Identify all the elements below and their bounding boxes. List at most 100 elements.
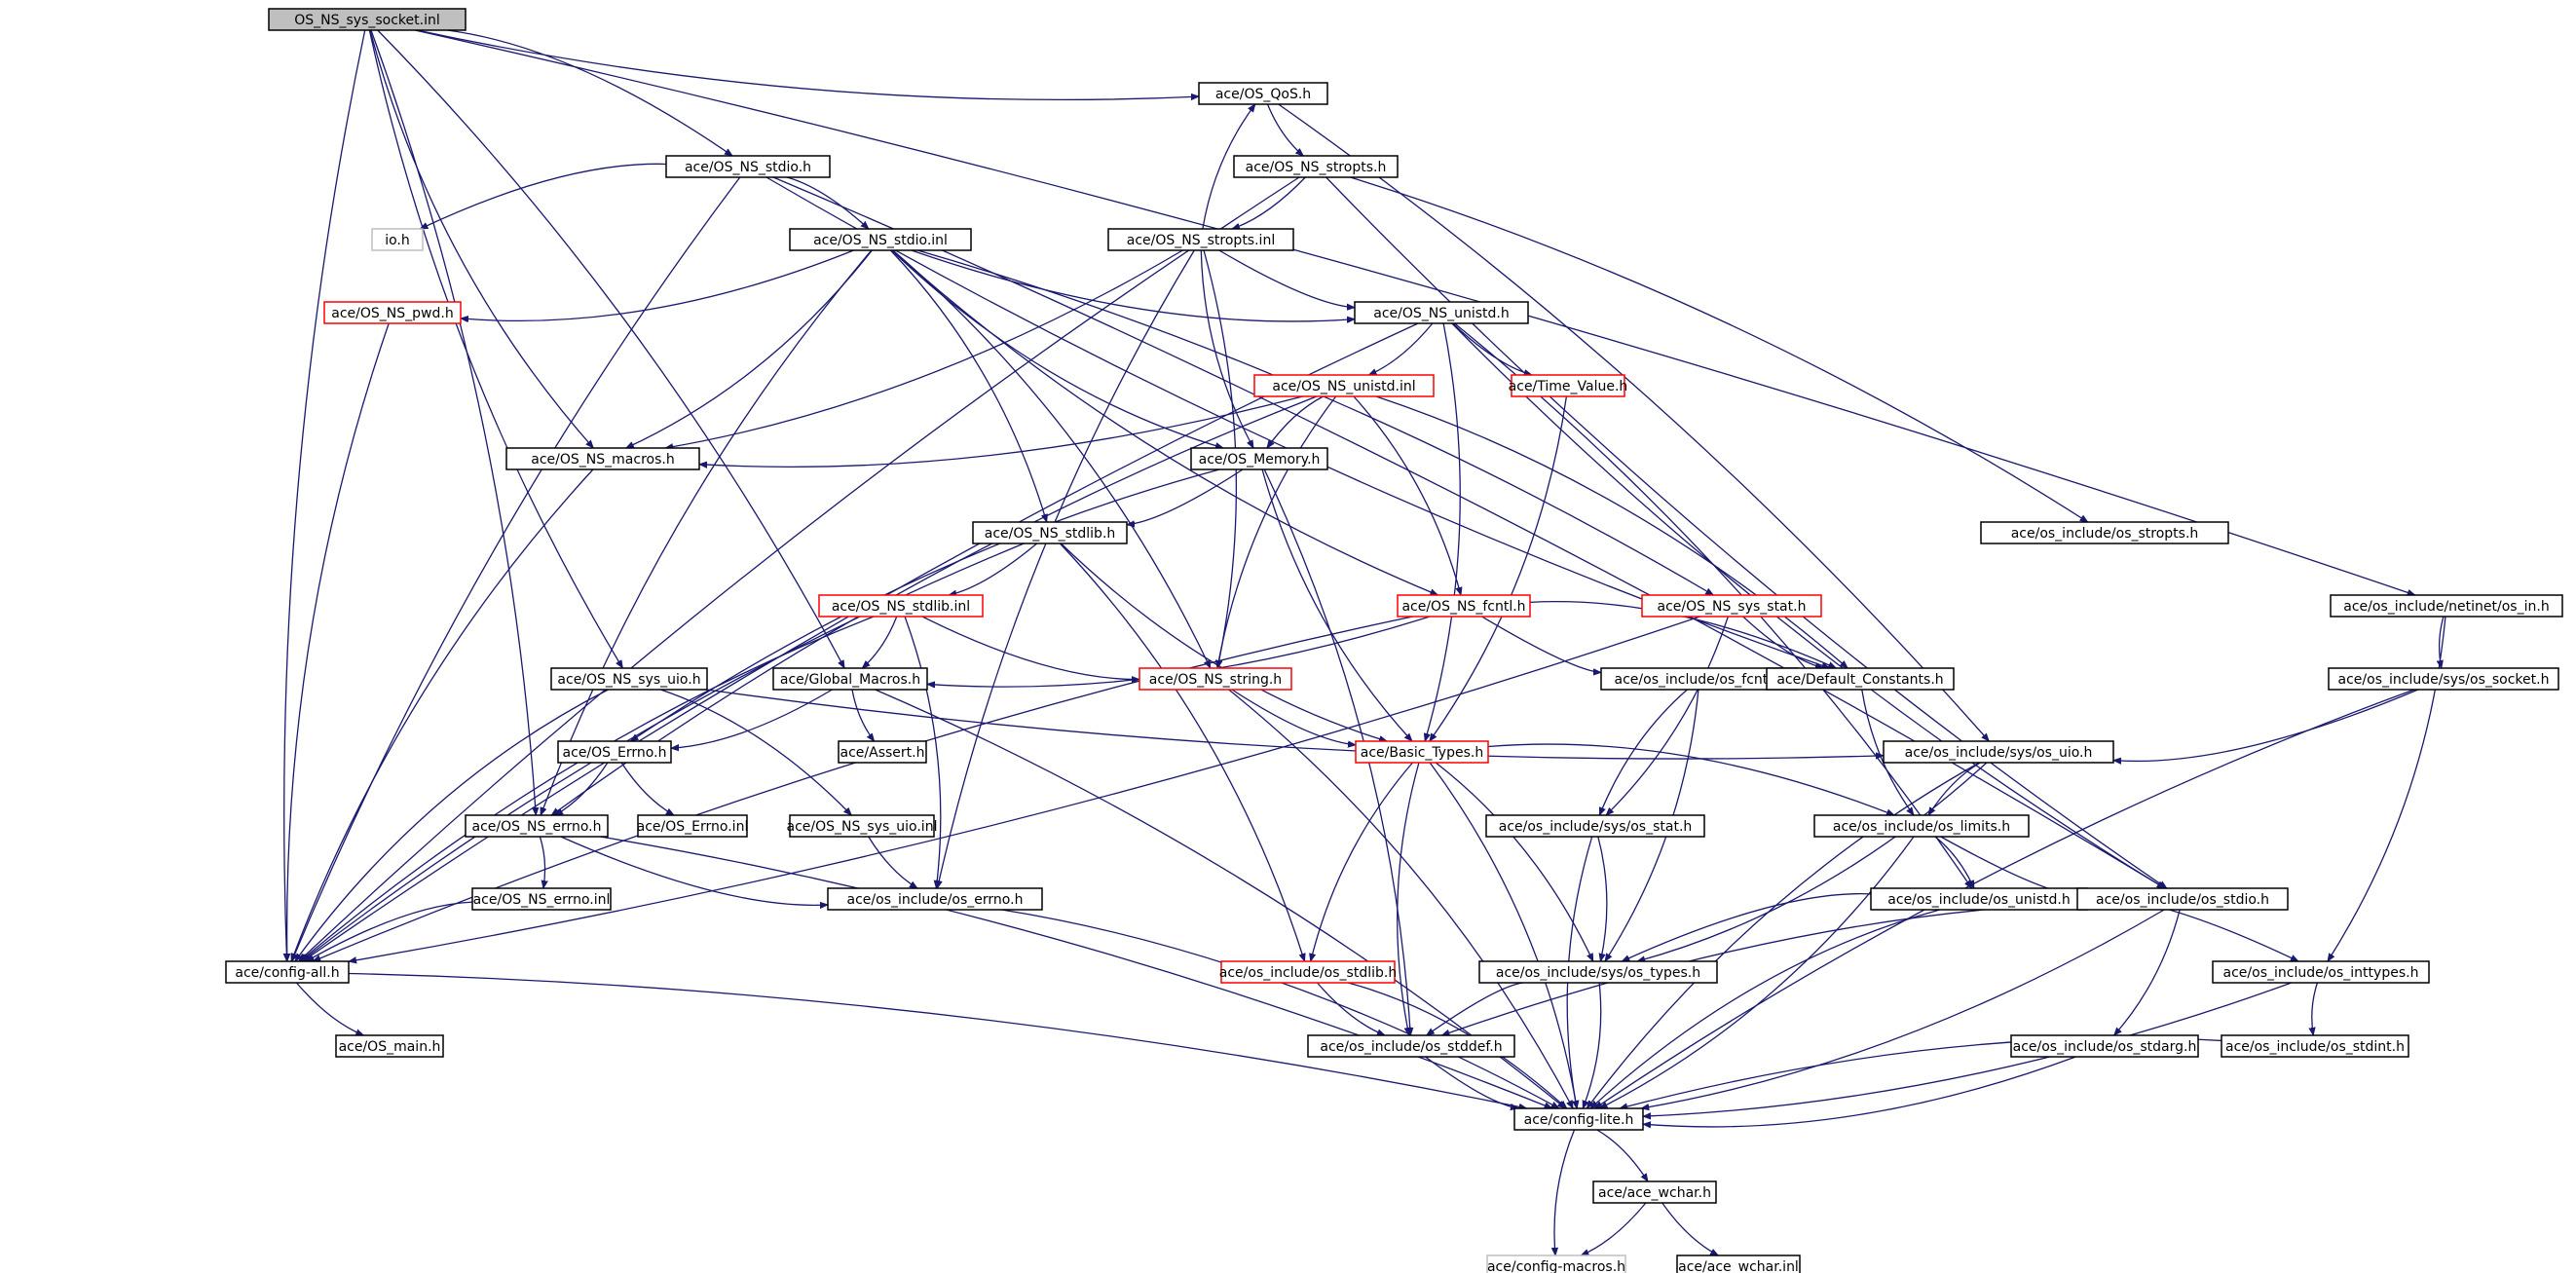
node-label: ace/OS_QoS.h: [1215, 87, 1311, 102]
edge-root-to-netinet_in: [414, 29, 2415, 595]
node-config_all[interactable]: ace/config-all.h: [225, 960, 350, 984]
edge-root-to-config_all: [284, 29, 366, 961]
node-label: ace/os_include/os_stdio.h: [2096, 892, 2269, 908]
edge-stdio_inl-to-macros: [626, 249, 873, 449]
node-config_lite[interactable]: ace/config-lite.h: [1513, 1107, 1644, 1131]
node-os_stdint[interactable]: ace/os_include/os_stdint.h: [2221, 1034, 2409, 1058]
node-memory[interactable]: ace/OS_Memory.h: [1190, 447, 1328, 470]
edge-os_inttypes-to-config_lite: [1643, 982, 2292, 1116]
node-string_ns[interactable]: ace/OS_NS_string.h: [1139, 667, 1292, 691]
node-box: [1813, 814, 2030, 838]
node-label: ace/os_include/os_unistd.h: [1887, 892, 2070, 908]
node-qos[interactable]: ace/OS_QoS.h: [1198, 82, 1328, 105]
node-unistd_inl[interactable]: ace/OS_NS_unistd.inl: [1253, 374, 1435, 397]
node-default_const[interactable]: ace/Default_Constants.h: [1766, 667, 1955, 691]
edge-macros-to-config_all: [290, 468, 594, 961]
node-ace_wchar_inl[interactable]: ace/ace_wchar.inl: [1676, 1254, 1801, 1273]
edge-sysstat_ns-to-sys_os_stat: [1606, 616, 1729, 815]
node-stropts_h[interactable]: ace/OS_NS_stropts.h: [1233, 155, 1399, 178]
node-pwd[interactable]: ace/OS_NS_pwd.h: [323, 301, 462, 324]
node-os_stdio[interactable]: ace/os_include/os_stdio.h: [2076, 887, 2289, 911]
node-sys_os_types[interactable]: ace/os_include/sys/os_types.h: [1478, 960, 1718, 984]
node-box: [1397, 594, 1531, 618]
node-box: [371, 228, 424, 251]
edge-basic_types-to-config_lite: [1429, 762, 1577, 1108]
node-box: [557, 740, 672, 764]
node-label: ace/Default_Constants.h: [1776, 672, 1943, 688]
node-stdio_inl[interactable]: ace/OS_NS_stdio.inl: [789, 228, 972, 251]
node-box: [2328, 667, 2559, 691]
node-sys_os_socket[interactable]: ace/os_include/sys/os_socket.h: [2328, 667, 2559, 691]
edge-unistd_inl-to-default_const: [1375, 395, 1848, 668]
edge-sysstat_ns-to-config_all: [349, 616, 1700, 961]
edge-os_unistd-to-config_lite: [1590, 909, 1940, 1108]
node-os_unistd[interactable]: ace/os_include/os_unistd.h: [1870, 887, 2088, 911]
node-errno_ns_h[interactable]: ace/OS_NS_errno.h: [465, 814, 609, 838]
node-stdlib_h[interactable]: ace/OS_NS_stdlib.h: [972, 521, 1128, 544]
node-box: [550, 667, 708, 691]
node-assert[interactable]: ace/Assert.h: [838, 740, 927, 764]
node-box: [323, 301, 462, 324]
edge-sys_os_types-to-os_stddef: [1427, 982, 1523, 1035]
node-sysuio_ns[interactable]: ace/OS_NS_sys_uio.h: [550, 667, 708, 691]
node-os_main[interactable]: ace/OS_main.h: [335, 1034, 444, 1058]
node-os_stdarg[interactable]: ace/os_include/os_stdarg.h: [2010, 1034, 2199, 1058]
edge-config_lite-to-ace_wchar_h: [1596, 1129, 1648, 1181]
node-os_inttypes[interactable]: ace/os_include/os_inttypes.h: [2212, 960, 2430, 984]
edge-stdio_inl-to-fcntl_ns: [891, 249, 1437, 596]
node-sysuio_inl[interactable]: ace/OS_NS_sys_uio.inl: [787, 814, 938, 838]
node-root[interactable]: OS_NS_sys_socket.inl: [268, 8, 467, 31]
node-os_limits[interactable]: ace/os_include/os_limits.h: [1813, 814, 2030, 838]
node-io_h[interactable]: io.h: [371, 228, 424, 251]
edge-stdio_h-to-stdio_inl: [786, 176, 869, 229]
node-stdio_h[interactable]: ace/OS_NS_stdio.h: [665, 155, 831, 178]
node-os_stddef[interactable]: ace/os_include/os_stddef.h: [1307, 1034, 1515, 1058]
node-os_fcntl[interactable]: ace/os_include/os_fcntl.h: [1600, 667, 1799, 691]
node-unistd_h[interactable]: ace/OS_NS_unistd.h: [1354, 301, 1529, 324]
node-macros[interactable]: ace/OS_NS_macros.h: [505, 447, 700, 470]
node-box: [1220, 960, 1396, 984]
node-box: [838, 740, 927, 764]
node-label: io.h: [385, 233, 410, 248]
node-fcntl_ns[interactable]: ace/OS_NS_fcntl.h: [1397, 594, 1531, 618]
node-sys_os_uio[interactable]: ace/os_include/sys/os_uio.h: [1883, 740, 2114, 764]
node-stdlib_inl[interactable]: ace/OS_NS_stdlib.inl: [818, 594, 984, 618]
node-label: ace/os_include/netinet/os_in.h: [2343, 599, 2549, 615]
node-sysstat_ns[interactable]: ace/OS_NS_sys_stat.h: [1641, 594, 1822, 618]
node-label: OS_NS_sys_socket.inl: [294, 13, 440, 28]
node-errno_ace_inl[interactable]: ace/OS_Errno.inl: [637, 814, 749, 838]
node-sys_os_stat[interactable]: ace/os_include/sys/os_stat.h: [1485, 814, 1705, 838]
edge-os_stdio-to-os_stdarg: [2114, 909, 2181, 1035]
node-netinet_in[interactable]: ace/os_include/netinet/os_in.h: [2330, 594, 2563, 618]
node-basic_types[interactable]: ace/Basic_Types.h: [1355, 740, 1489, 764]
node-box: [1766, 667, 1955, 691]
edge-unistd_h-to-config_all: [303, 322, 1419, 961]
node-os_errno[interactable]: ace/os_include/os_errno.h: [827, 887, 1043, 911]
node-box: [818, 594, 984, 618]
node-box: [772, 667, 928, 691]
node-label: ace/os_include/os_stropts.h: [2011, 526, 2199, 542]
edge-os_limits-to-config_lite: [1600, 836, 1915, 1109]
node-os_stropts[interactable]: ace/os_include/os_stropts.h: [1980, 521, 2229, 544]
node-ace_wchar_h[interactable]: ace/ace_wchar.h: [1592, 1180, 1717, 1204]
edge-stropts_h-to-config_all: [299, 176, 1300, 961]
node-label: ace/OS_NS_stdio.inl: [813, 233, 948, 248]
node-label: ace/OS_Memory.h: [1199, 452, 1321, 468]
edge-sysuio_ns-to-sysuio_inl: [660, 689, 851, 815]
edge-stropts_inl-to-unistd_h: [1218, 249, 1355, 308]
edge-root-to-errno_ns_h: [370, 29, 536, 815]
node-box: [972, 521, 1128, 544]
node-global_macros[interactable]: ace/Global_Macros.h: [772, 667, 928, 691]
node-timevalue[interactable]: ace/Time_Value.h: [1509, 374, 1628, 397]
node-box: [2330, 594, 2563, 618]
edge-netinet_in-to-os_inttypes: [2328, 616, 2446, 961]
edge-errno_ns_h-to-config_lite: [600, 836, 1551, 1109]
node-config_macros[interactable]: ace/config-macros.h: [1486, 1254, 1626, 1273]
edge-stdlib_inl-to-string_ns: [921, 616, 1139, 680]
node-errno_ns_inl[interactable]: ace/OS_NS_errno.inl: [471, 887, 612, 911]
node-os_stdlib[interactable]: ace/os_include/os_stdlib.h: [1219, 960, 1397, 984]
node-label: ace/OS_NS_unistd.inl: [1272, 379, 1415, 394]
node-stropts_inl[interactable]: ace/OS_NS_stropts.inl: [1107, 228, 1294, 251]
edge-root-to-global_macros: [377, 29, 845, 668]
node-errno_ace[interactable]: ace/OS_Errno.h: [557, 740, 672, 764]
